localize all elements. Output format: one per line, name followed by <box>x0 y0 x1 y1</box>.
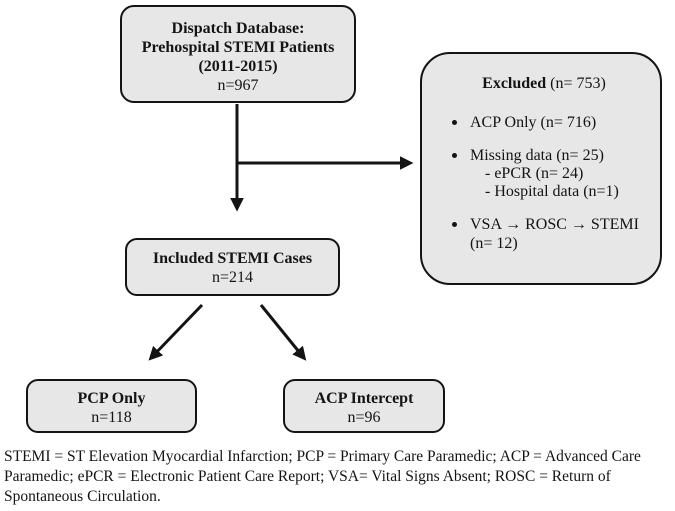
excluded-item-missing-data: Missing data (n= 25) - ePCR (n= 24) - Ho… <box>452 146 648 201</box>
included-box-title: Included STEMI Cases <box>152 250 313 267</box>
excluded-item-acp-only-text: ACP Only (n= 716) <box>470 114 597 131</box>
acp-box-title: ACP Intercept <box>314 390 414 407</box>
bullet-dot-icon <box>452 222 457 227</box>
excluded-item-vsa-rosc: VSA → ROSC → STEMI (n= 12) <box>452 215 648 253</box>
pcp-box-count: n=118 <box>91 409 132 426</box>
excluded-subitem-epcr: - ePCR (n= 24) <box>485 165 584 182</box>
excluded-box-title: Excluded (n= 753) <box>452 74 648 93</box>
bullet-dot-icon <box>452 153 457 158</box>
excluded-title-count: (n= 753) <box>546 75 606 92</box>
acp-intercept-box: ACP Intercept n=96 <box>283 379 445 433</box>
dispatch-box-count: n=967 <box>217 77 259 94</box>
excluded-subitem-hospital-data: - Hospital data (n=1) <box>485 183 619 200</box>
excluded-item-missing-data-text: Missing data (n= 25) <box>470 147 604 164</box>
included-stemi-box: Included STEMI Cases n=214 <box>125 238 340 296</box>
excluded-item-vsa-rosc-text: VSA → ROSC → STEMI (n= 12) <box>470 216 639 252</box>
dispatch-box-title-line2: Prehospital STEMI Patients <box>141 39 335 56</box>
pcp-box-title: PCP Only <box>77 390 146 407</box>
abbreviations-footnote: STEMI = ST Elevation Myocardial Infarcti… <box>4 448 641 506</box>
excluded-box: Excluded (n= 753) ACP Only (n= 716) Miss… <box>420 52 662 285</box>
excluded-item-acp-only: ACP Only (n= 716) <box>452 113 648 132</box>
acp-box-count: n=96 <box>347 409 381 426</box>
arrow-included-to-pcp <box>148 303 204 361</box>
dispatch-database-box: Dispatch Database: Prehospital STEMI Pat… <box>120 5 356 103</box>
excluded-title-word: Excluded <box>482 75 547 92</box>
arrow-included-to-acp <box>259 304 307 361</box>
pcp-only-box: PCP Only n=118 <box>26 379 197 433</box>
bullet-dot-icon <box>452 120 457 125</box>
included-box-count: n=214 <box>211 269 254 286</box>
dispatch-box-title-line1: Dispatch Database: <box>171 20 305 37</box>
dispatch-box-years: (2011-2015) <box>198 58 278 75</box>
